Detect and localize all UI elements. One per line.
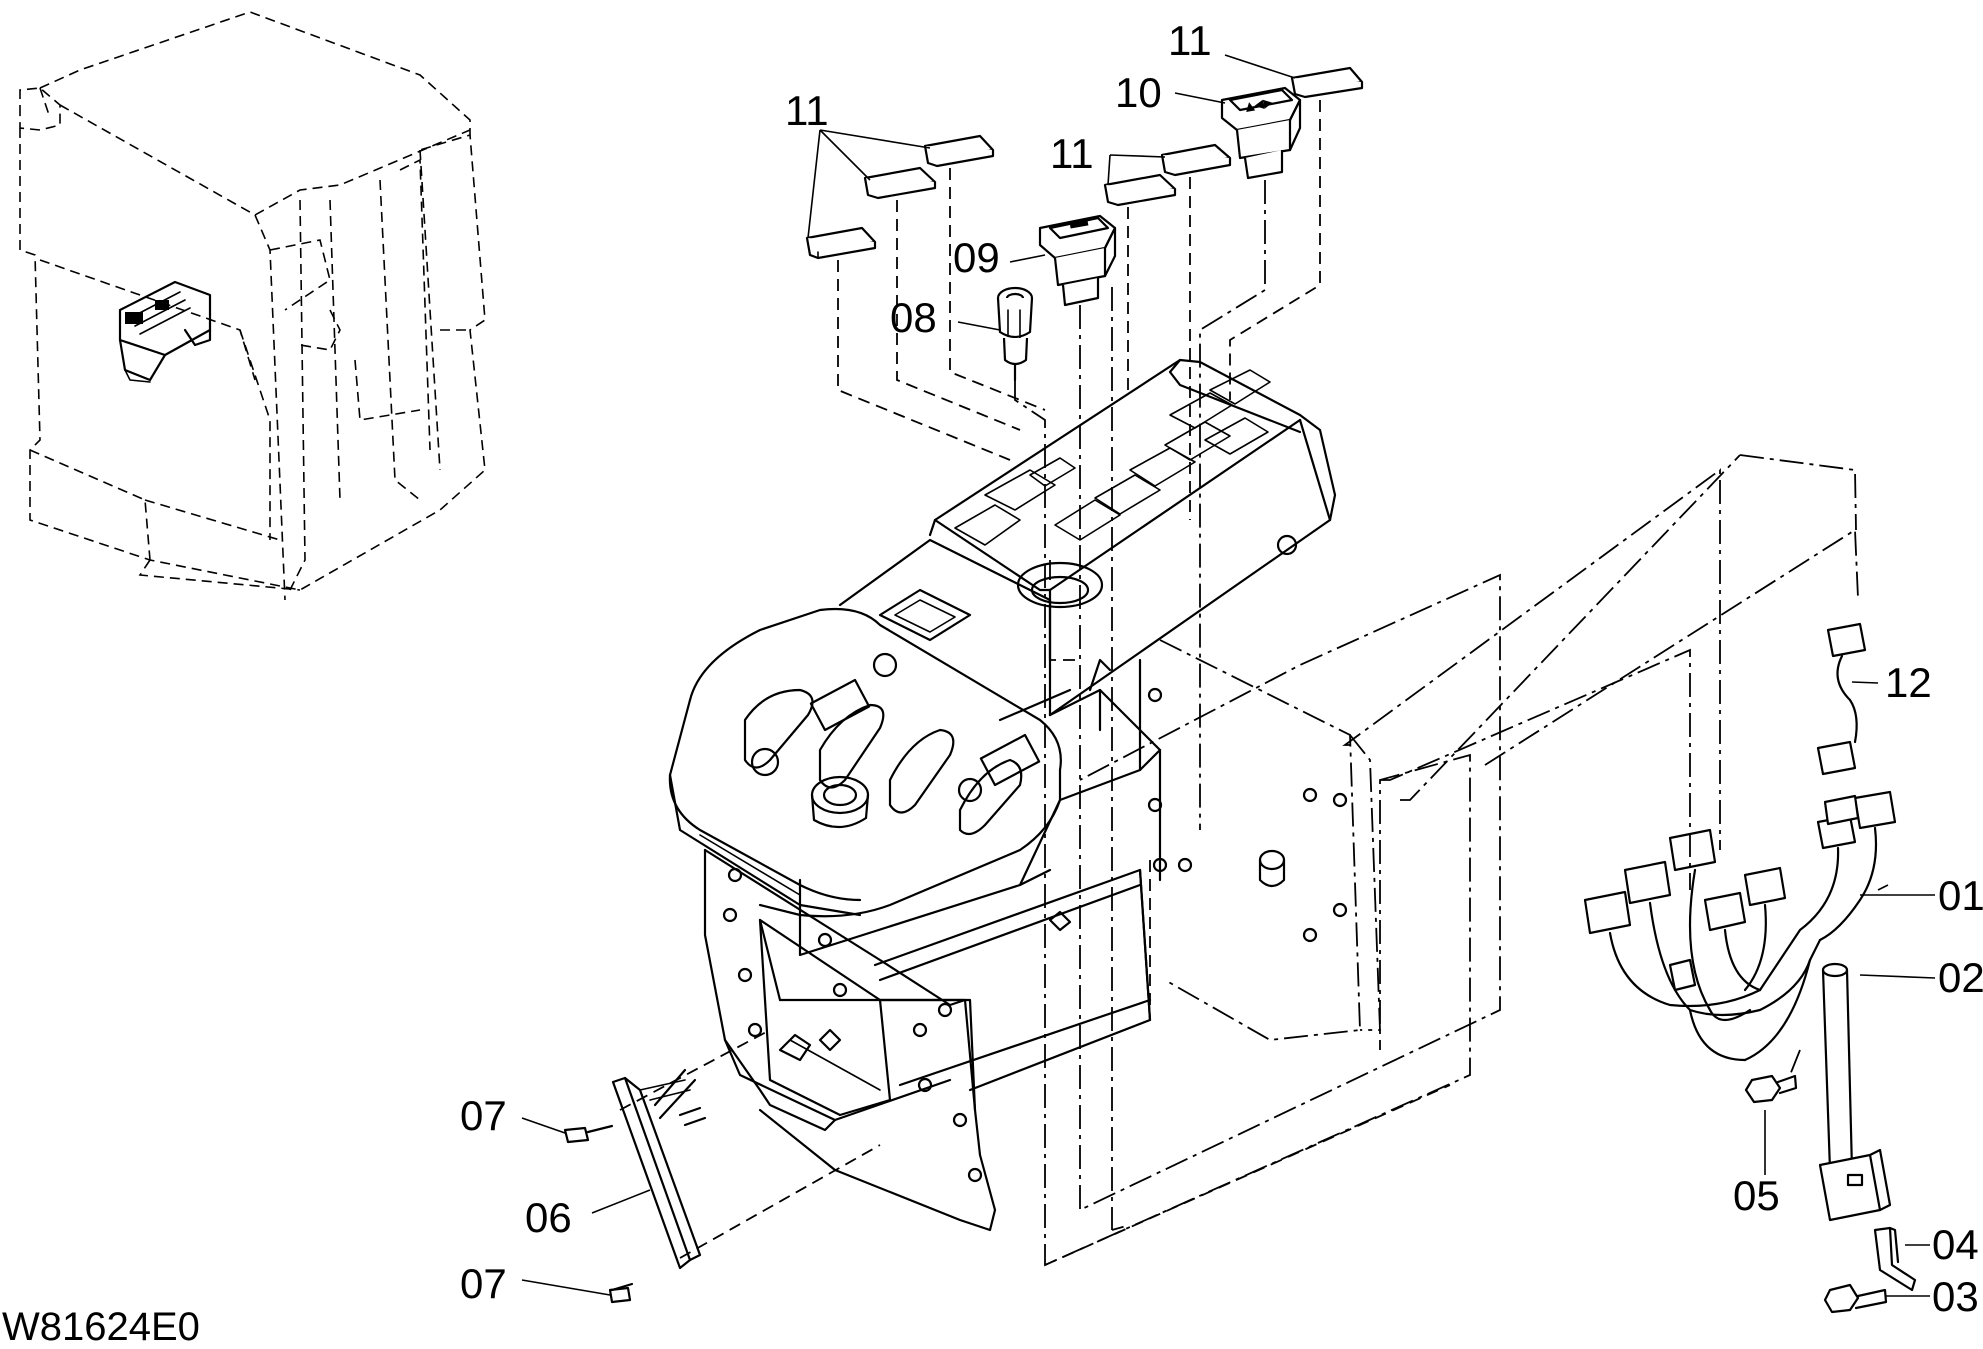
console-assembly xyxy=(668,358,1337,1232)
part-01-harness xyxy=(1583,790,1897,1062)
leader-lines xyxy=(521,54,1936,1297)
part-09-switch xyxy=(1038,214,1117,307)
alignment-lines xyxy=(619,100,1859,1267)
callout-07-top: 07 xyxy=(460,1092,507,1139)
figure-code: W81624E0 xyxy=(2,1305,200,1349)
callout-labels: 11 10 11 11 09 08 12 01 02 05 04 03 07 0… xyxy=(460,17,1983,1320)
callout-12: 12 xyxy=(1885,659,1932,706)
mounting-plate xyxy=(1147,639,1381,1041)
callout-08: 08 xyxy=(890,294,937,341)
callout-04: 04 xyxy=(1932,1221,1979,1268)
callout-06: 06 xyxy=(525,1194,572,1241)
part-05-bolt xyxy=(1744,1074,1798,1104)
part-07-screw-top xyxy=(563,1124,614,1144)
callout-11-middle: 11 xyxy=(1050,130,1094,177)
part-10-switch: ▲◀▶ xyxy=(1220,86,1302,180)
callout-10: 10 xyxy=(1115,69,1162,116)
callout-11-top-right: 11 xyxy=(1168,17,1212,64)
callout-03: 03 xyxy=(1932,1273,1979,1320)
part-04-bracket xyxy=(1873,1226,1917,1292)
part-12-jumper xyxy=(1816,622,1867,776)
part-06-panel xyxy=(611,1068,707,1270)
cab-location-thumbnail xyxy=(19,11,486,601)
callout-09: 09 xyxy=(953,234,1000,281)
part-02-cable xyxy=(1818,962,1892,1222)
callout-05: 05 xyxy=(1733,1172,1780,1219)
part-03-bolt xyxy=(1823,1283,1888,1314)
callout-01: 01 xyxy=(1938,872,1983,919)
callout-07-bottom: 07 xyxy=(460,1260,507,1307)
part-11-pads xyxy=(805,66,1364,260)
svg-text:▲◀▶: ▲◀▶ xyxy=(1244,95,1274,114)
part-07-screw-bottom xyxy=(608,1282,634,1304)
switch-slots xyxy=(954,369,1271,546)
part-08-lighter xyxy=(996,286,1034,382)
callout-02: 02 xyxy=(1938,954,1983,1001)
callout-11-left: 11 xyxy=(785,87,829,134)
armrest-ridges xyxy=(743,688,1023,836)
